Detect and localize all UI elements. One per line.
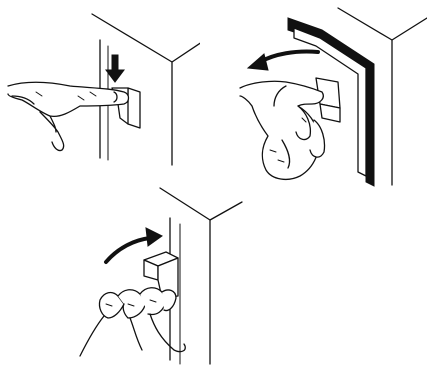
- latch-tab-icon: [143, 251, 179, 299]
- press-arrow-icon: [105, 54, 125, 83]
- hand-icon: [239, 80, 326, 181]
- step-1-press-latch: [0, 0, 200, 170]
- open-arrow-icon: [246, 49, 320, 71]
- step-2-pull-open: [222, 0, 427, 190]
- cabinet-corner: [337, 7, 427, 186]
- hand-icon: [7, 81, 130, 152]
- close-arrow-icon: [104, 227, 163, 264]
- door-edge: [287, 17, 375, 187]
- step-3-push-closed: [70, 180, 260, 367]
- hand-icon: [79, 287, 186, 357]
